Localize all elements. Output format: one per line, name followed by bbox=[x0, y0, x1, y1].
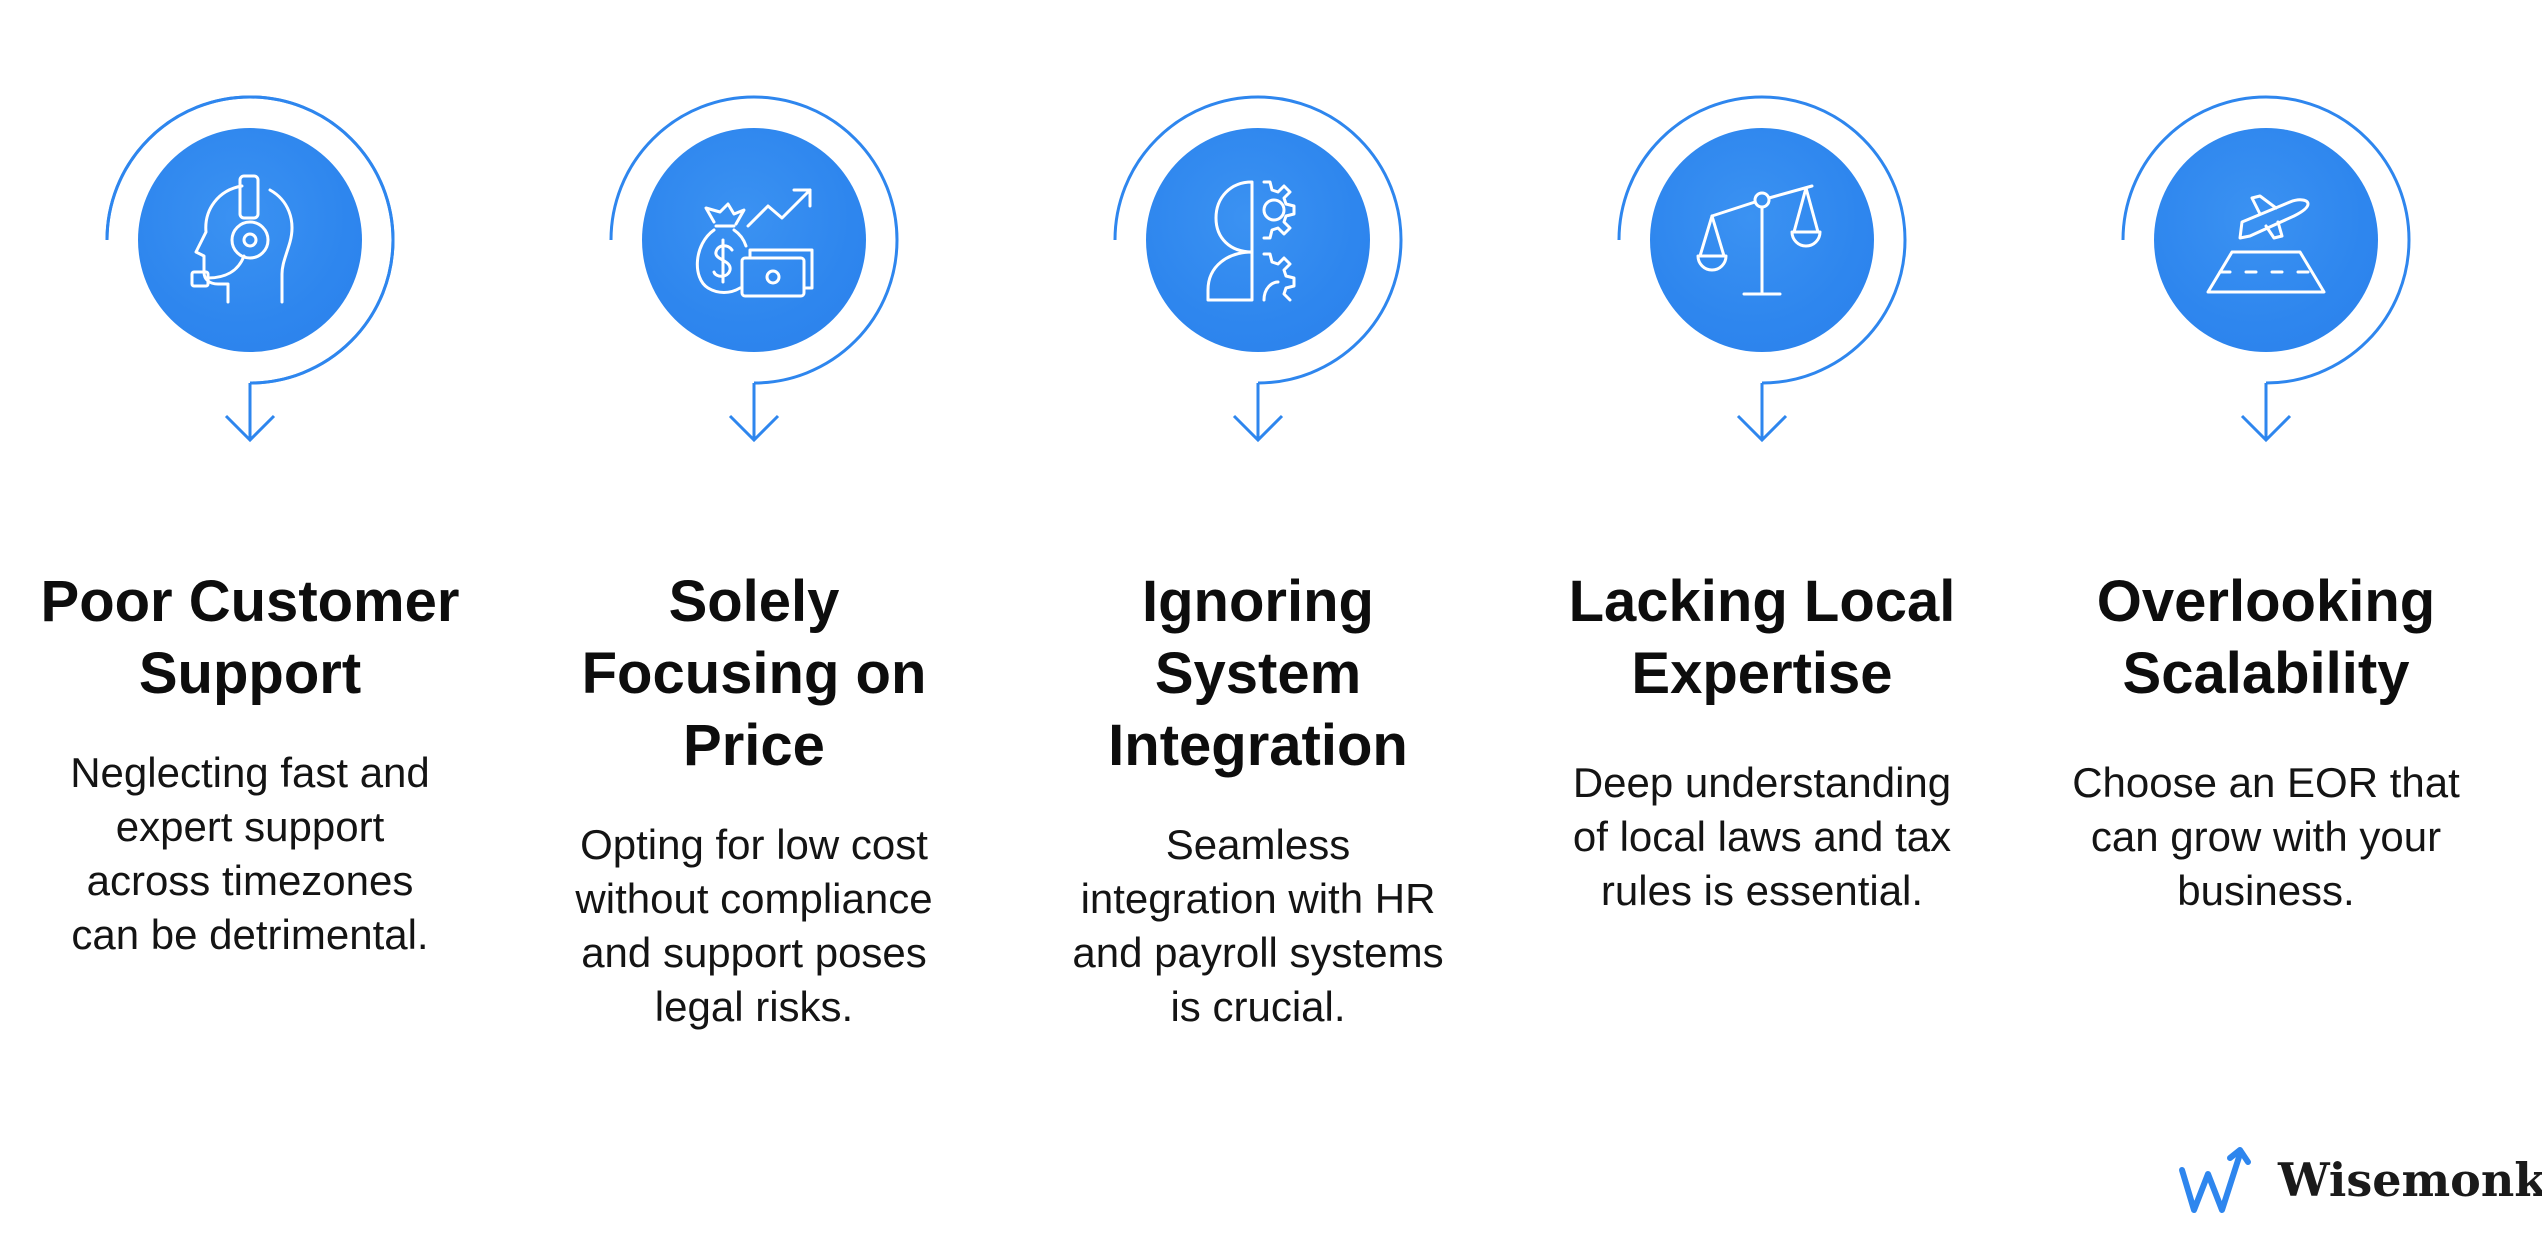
step-badge-ring bbox=[1612, 90, 1912, 460]
step-desc-line: Seamless bbox=[1165, 821, 1351, 868]
step-title-line: Expertise bbox=[1631, 641, 1893, 706]
step-title: Poor Customer Support bbox=[0, 566, 500, 710]
step-title-line: System bbox=[1154, 641, 1362, 706]
step-desc-line: without compliance bbox=[575, 875, 933, 922]
step-solely-focusing-on-price: Solely Focusing on Price Opting for low … bbox=[504, 0, 1004, 1100]
step-desc-line: is crucial. bbox=[1170, 983, 1346, 1030]
step-desc-line: business. bbox=[2177, 867, 2355, 914]
step-desc-line: across timezones bbox=[86, 857, 414, 904]
curved-arrow-down-icon bbox=[105, 95, 395, 443]
step-badge-ring bbox=[100, 90, 400, 460]
step-desc-line: Neglecting fast and bbox=[70, 749, 430, 796]
step-badge-ring bbox=[2116, 90, 2416, 460]
step-badge-ring bbox=[1108, 90, 1408, 460]
step-description: Seamless integration with HR and payroll… bbox=[1008, 818, 1508, 1034]
curved-arrow-down-icon bbox=[609, 95, 899, 443]
icon-badge bbox=[1146, 128, 1370, 352]
step-description: Deep understanding of local laws and tax… bbox=[1512, 756, 2012, 918]
step-desc-line: can be detrimental. bbox=[71, 911, 429, 958]
step-lacking-local-expertise: Lacking Local Expertise Deep understandi… bbox=[1512, 0, 2012, 1100]
step-desc-line: Opting for low cost bbox=[580, 821, 928, 868]
step-title-line: Ignoring bbox=[1142, 569, 1374, 634]
step-title-line: Focusing on bbox=[581, 641, 927, 706]
step-desc-line: integration with HR bbox=[1080, 875, 1436, 922]
curved-arrow-down-icon bbox=[1617, 95, 1907, 443]
step-overlooking-scalability: Overlooking Scalability Choose an EOR th… bbox=[2016, 0, 2516, 1100]
gear-head-integration-icon bbox=[1206, 180, 1296, 302]
step-title-line: Integration bbox=[1108, 713, 1408, 778]
curved-arrow-down-icon bbox=[2121, 95, 2411, 443]
icon-badge bbox=[2154, 128, 2378, 352]
step-desc-line: Choose an EOR that bbox=[2072, 759, 2460, 806]
step-title-line: Overlooking bbox=[2096, 569, 2436, 634]
step-title: Overlooking Scalability bbox=[2016, 566, 2516, 710]
wisemonk-logo-icon bbox=[2179, 1147, 2251, 1213]
icon-badge bbox=[138, 128, 362, 352]
brand-name: Wisemonk bbox=[2278, 1153, 2542, 1207]
step-title-line: Poor Customer bbox=[40, 569, 460, 634]
step-desc-line: legal risks. bbox=[654, 983, 854, 1030]
step-title-line: Lacking Local bbox=[1568, 569, 1956, 634]
step-title-line: Solely bbox=[668, 569, 840, 634]
step-title: Ignoring System Integration bbox=[1008, 566, 1508, 782]
step-desc-line: and payroll systems bbox=[1072, 929, 1444, 976]
icon-badge bbox=[1650, 128, 1874, 352]
step-title-line: Price bbox=[683, 713, 825, 778]
icon-badge bbox=[642, 128, 866, 352]
step-title: Solely Focusing on Price bbox=[504, 566, 1004, 782]
step-desc-line: can grow with your bbox=[2090, 813, 2442, 860]
brand-logo: Wisemonk bbox=[2178, 1140, 2542, 1220]
curved-arrow-down-icon bbox=[1113, 95, 1403, 443]
step-title: Lacking Local Expertise bbox=[1512, 566, 2012, 710]
scales-law-icon bbox=[1696, 184, 1822, 296]
step-description: Neglecting fast and expert support acros… bbox=[0, 746, 500, 962]
step-ignoring-system-integration: Ignoring System Integration Seamless int… bbox=[1008, 0, 1508, 1100]
step-desc-line: rules is essential. bbox=[1600, 867, 1924, 914]
step-title-line: Scalability bbox=[2122, 641, 2410, 706]
step-badge-ring bbox=[604, 90, 904, 460]
step-desc-line: and support poses bbox=[581, 929, 927, 976]
step-description: Opting for low cost without compliance a… bbox=[504, 818, 1004, 1034]
headset-support-icon bbox=[190, 174, 294, 304]
step-description: Choose an EOR that can grow with your bu… bbox=[2016, 756, 2516, 918]
step-desc-line: of local laws and tax bbox=[1572, 813, 1952, 860]
airplane-runway-icon bbox=[2206, 194, 2326, 294]
step-poor-customer-support: Poor Customer Support Neglecting fast an… bbox=[0, 0, 500, 1100]
step-desc-line: Deep understanding bbox=[1572, 759, 1952, 806]
step-title-line: Support bbox=[138, 641, 362, 706]
money-price-icon bbox=[695, 188, 814, 298]
step-desc-line: expert support bbox=[115, 803, 385, 850]
